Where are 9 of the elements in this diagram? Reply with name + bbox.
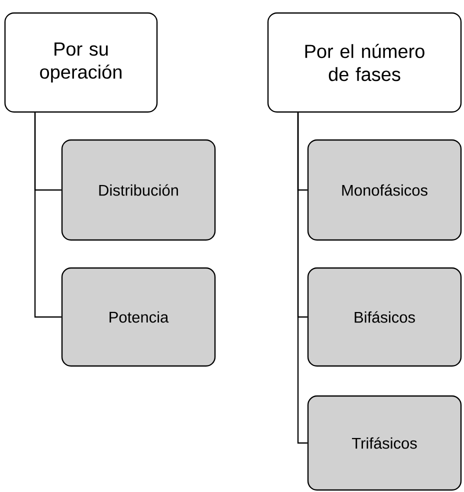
item-box: Distribución: [61, 139, 216, 241]
item-box: Trifásicos: [307, 395, 462, 491]
category-box: Por el número de fases: [267, 12, 462, 113]
connector-line: [34, 112, 62, 318]
item-box: Bifásicos: [307, 267, 462, 367]
connector-line: [297, 112, 308, 444]
category-box: Por su operación: [4, 12, 158, 113]
item-box: Potencia: [61, 267, 216, 367]
item-box: Monofásicos: [307, 139, 462, 241]
